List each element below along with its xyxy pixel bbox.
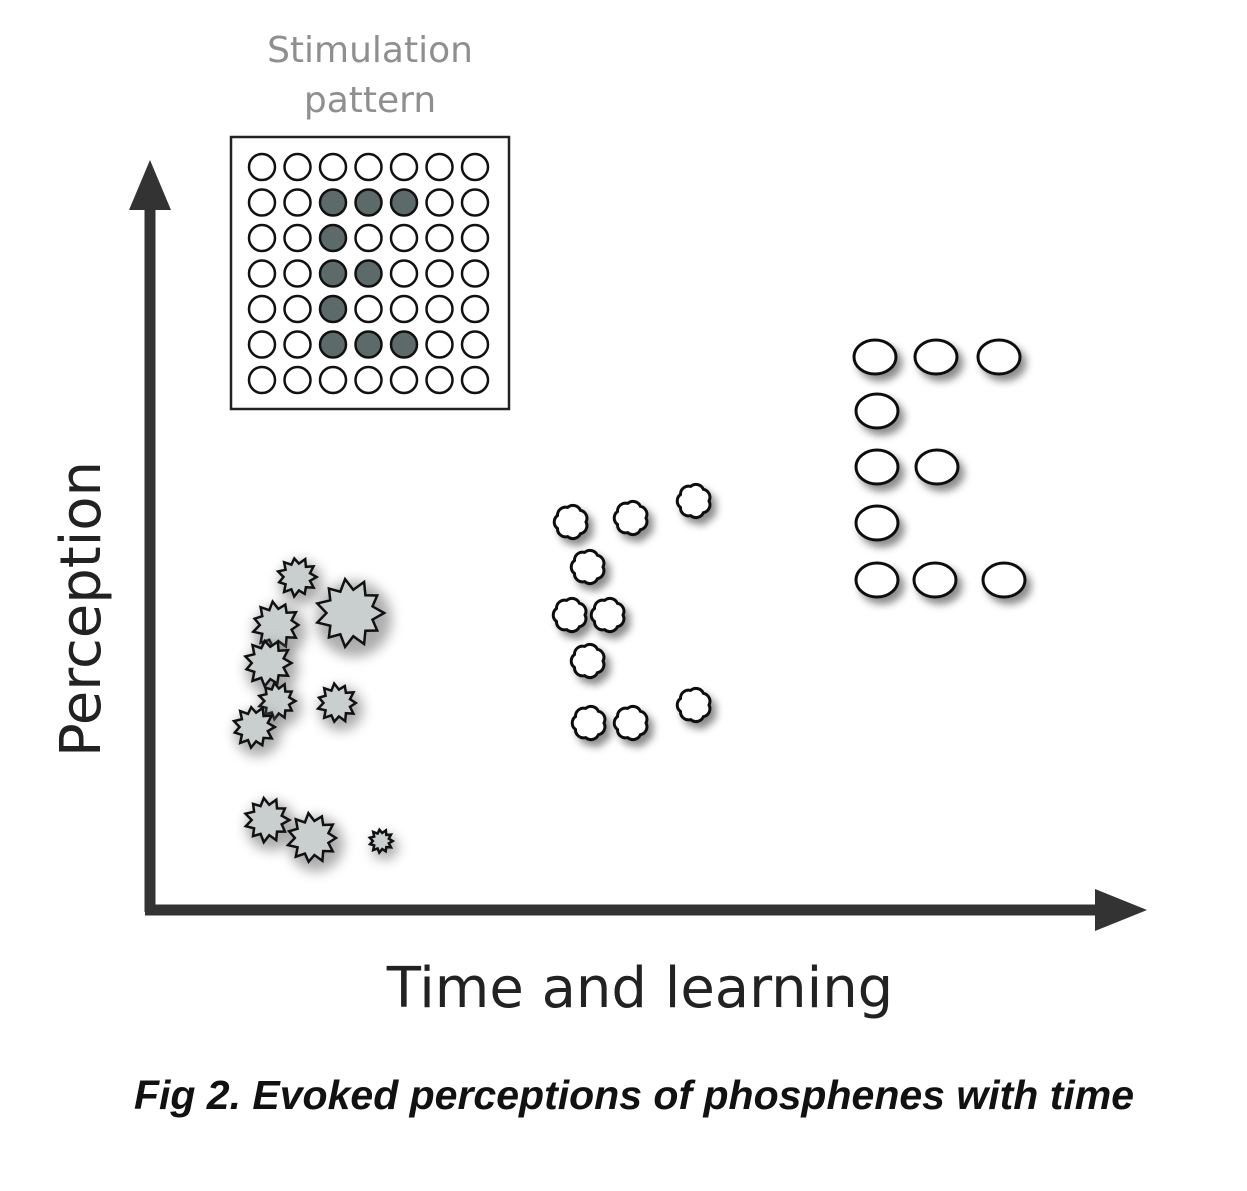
phosphene-cloud (569, 548, 606, 586)
phosphene-circle (912, 561, 958, 599)
grid-electrode (425, 330, 454, 359)
grid-electrode-active (318, 223, 348, 253)
grid-electrode (283, 223, 312, 253)
grid-electrode-active (354, 259, 383, 288)
grid-electrode (425, 365, 454, 395)
phosphene-circle (976, 338, 1022, 376)
grid-electrode-active (318, 188, 348, 217)
grid-electrode (460, 365, 490, 395)
phosphene-cloud (552, 503, 589, 541)
grid-electrode (247, 188, 277, 217)
y-axis-label: Perception (49, 461, 114, 757)
stage-late-phosphenes (852, 338, 1027, 599)
grid-electrode (389, 294, 419, 324)
axes (129, 160, 1147, 931)
grid-electrode (283, 330, 312, 359)
grid-electrode (460, 259, 490, 288)
grid-electrode (283, 188, 312, 217)
grid-electrode (389, 223, 419, 253)
phosphene-blurred (285, 810, 344, 872)
phosphene-blurred (314, 576, 392, 657)
grid-electrode (318, 365, 348, 395)
grid-electrode (354, 223, 383, 253)
grid-electrode-active (354, 330, 383, 359)
grid-electrode (425, 294, 454, 324)
grid-electrode (247, 259, 277, 288)
phosphene-blurred (367, 827, 399, 861)
grid-electrode (425, 223, 454, 253)
phosphene-cloud (612, 499, 649, 537)
grid-electrode (283, 259, 312, 288)
grid-electrode-active (389, 188, 419, 217)
grid-electrode (247, 294, 277, 324)
phosphene-cloud (612, 704, 649, 742)
x-axis-label: Time and learning (386, 956, 893, 1021)
phosphene-cloud (570, 704, 607, 742)
stage-early-phosphenes (231, 556, 399, 872)
phosphene-circle (854, 392, 900, 430)
stimulation-title-line2: pattern (304, 80, 436, 121)
phosphene-blurred (242, 638, 299, 696)
phosphene-cloud (675, 482, 712, 520)
phosphene-blurred (243, 795, 296, 851)
stage-middle-phosphenes (551, 482, 712, 742)
grid-electrode (460, 188, 490, 217)
grid-electrode (354, 152, 383, 182)
figure-caption: Fig 2. Evoked perceptions of phosphenes … (134, 1072, 1134, 1118)
stimulation-grid (247, 152, 490, 395)
grid-electrode (460, 294, 490, 324)
phosphene-circle (981, 561, 1027, 599)
phosphene-blurred (231, 704, 282, 757)
phosphene-circle (854, 504, 900, 542)
grid-electrode (247, 365, 277, 395)
phosphene-cloud (675, 686, 712, 724)
grid-electrode (389, 259, 419, 288)
grid-electrode (460, 152, 490, 182)
grid-electrode-active (318, 330, 348, 359)
grid-electrode (460, 330, 490, 359)
phosphene-blurred (275, 556, 323, 605)
grid-electrode (425, 188, 454, 217)
grid-electrode (389, 365, 419, 395)
grid-electrode (247, 152, 277, 182)
phosphene-cloud (569, 642, 606, 680)
stimulation-title-line1: Stimulation (267, 30, 473, 71)
grid-electrode (318, 152, 348, 182)
grid-electrode (389, 152, 419, 182)
phosphene-circle (854, 561, 900, 599)
phosphene-circle (914, 448, 960, 486)
phosphene-circle (913, 338, 959, 376)
grid-electrode (283, 294, 312, 324)
grid-electrode (247, 330, 277, 359)
x-axis-arrowhead (1095, 889, 1147, 931)
grid-electrode (354, 294, 383, 324)
grid-electrode (283, 152, 312, 182)
grid-electrode (425, 259, 454, 288)
phosphene-cloud (589, 596, 626, 634)
grid-electrode (425, 152, 454, 182)
phosphene-circle (854, 448, 900, 486)
grid-electrode-active (354, 188, 383, 217)
phosphene-circle (852, 338, 898, 376)
phosphene-blurred (315, 680, 363, 731)
phosphene-cloud (551, 596, 588, 634)
grid-electrode-active (318, 294, 348, 324)
grid-electrode-active (389, 330, 419, 359)
grid-electrode (460, 223, 490, 253)
grid-electrode (247, 223, 277, 253)
y-axis-arrowhead (129, 160, 171, 210)
grid-electrode-active (318, 259, 348, 288)
grid-electrode (354, 365, 383, 395)
grid-electrode (283, 365, 312, 395)
